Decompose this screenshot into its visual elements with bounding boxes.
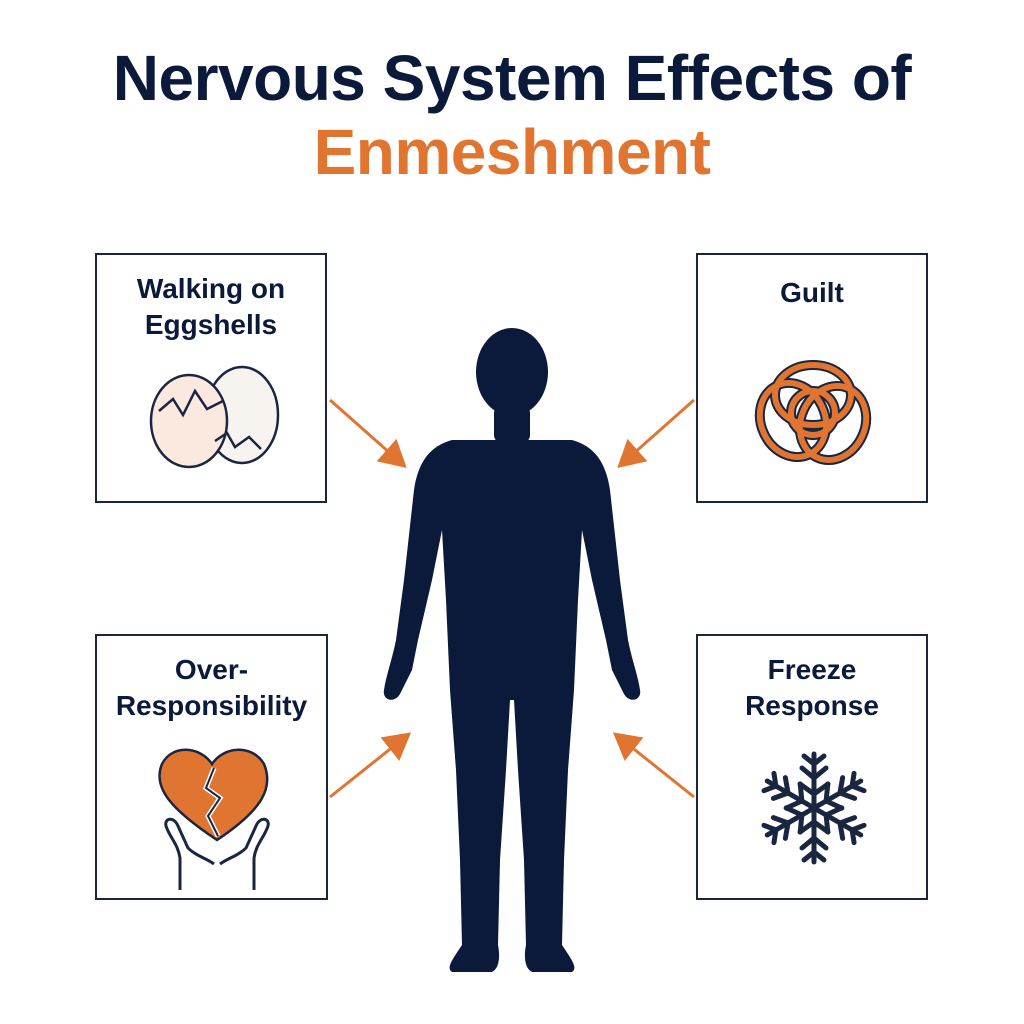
- snowflake-icon: [754, 751, 874, 868]
- arrow-bottom-left: [329, 732, 412, 799]
- card-walking-on-eggshells: Walking on Eggshells: [95, 253, 327, 503]
- card-label: Walking on: [136, 273, 286, 304]
- arrow-top-right: [617, 398, 695, 468]
- card-label: Eggshells: [144, 309, 278, 340]
- card-over-responsibility: Over- Responsibility: [95, 634, 328, 900]
- cracked-eggs-icon: [149, 365, 280, 469]
- arrow-top-left: [329, 398, 407, 468]
- arrow-bottom-right: [612, 732, 695, 799]
- card-freeze-response: Freeze Response: [696, 634, 928, 900]
- card-label: Responsibility: [115, 690, 308, 721]
- tangled-knot-icon: [754, 360, 872, 465]
- card-label: Freeze: [767, 654, 857, 685]
- human-silhouette-icon: [383, 328, 641, 972]
- card-guilt: Guilt: [696, 253, 928, 503]
- page-title: Nervous System Effects of: [112, 42, 912, 114]
- page-title-highlight: Enmeshment: [313, 116, 711, 188]
- card-label: Guilt: [780, 277, 844, 308]
- broken-heart-hands-icon: [158, 748, 270, 890]
- card-label: Over-: [174, 654, 249, 685]
- card-label: Response: [745, 690, 879, 721]
